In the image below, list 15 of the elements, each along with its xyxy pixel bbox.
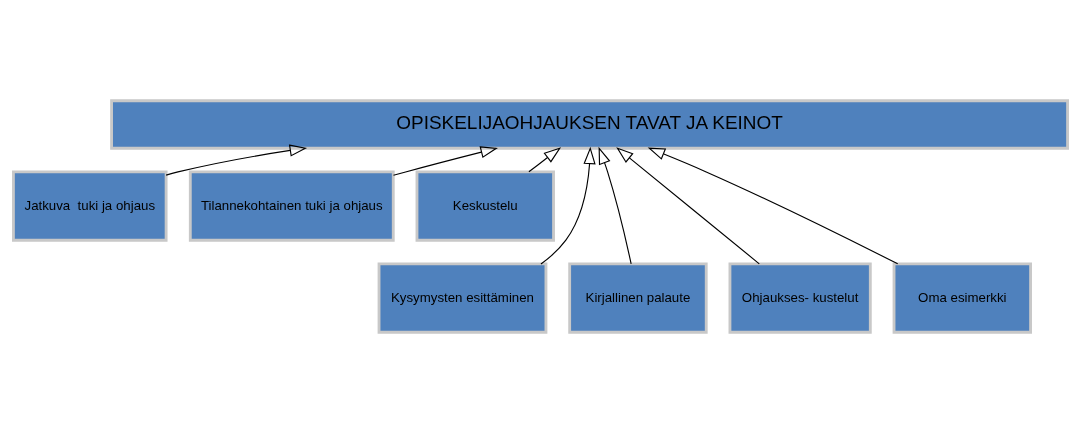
arrow (616, 147, 760, 265)
node-box: Tilannekohtainen tuki ja ohjaus (188, 170, 395, 242)
node-box: Oma esimerkki (892, 262, 1032, 334)
arrow (392, 146, 498, 176)
arrow (540, 146, 596, 265)
node-box: Jatkuva tuki ja ohjaus (12, 170, 168, 242)
node-box: OPISKELIJAOHJAUKSEN TAVAT JA KEINOT (110, 99, 1069, 150)
node-box: Kirjallinen palaute (568, 262, 708, 334)
node-box: Ohjaukses- kustelut (728, 262, 872, 334)
arrow (647, 147, 899, 265)
arrow (598, 146, 632, 265)
node-box: Keskustelu (415, 170, 555, 242)
arrow (165, 144, 308, 176)
arrow (528, 147, 562, 173)
node-box: Kysymysten esittäminen (377, 262, 548, 334)
